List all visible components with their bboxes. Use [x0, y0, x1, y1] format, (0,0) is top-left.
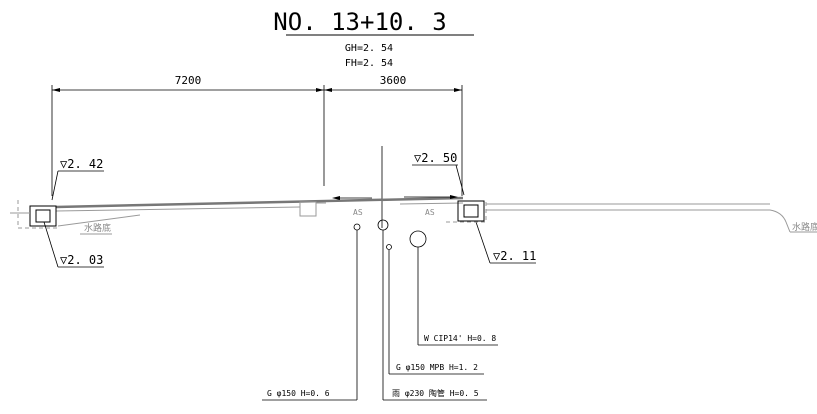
road-base	[55, 206, 301, 212]
waterway-label-left: 水路底	[84, 222, 111, 234]
level-leader	[455, 164, 465, 196]
ground-right-slope	[540, 209, 791, 233]
waterway-label-right: 水路底	[792, 221, 817, 233]
pipe-label-water: W CIP14' H=0. 8	[424, 334, 496, 343]
gutter-left	[29, 205, 57, 227]
pipe-gas-mpb	[386, 244, 392, 250]
ground-slope-left	[57, 214, 141, 227]
pipe-label-gas: G φ150 H=0. 6	[267, 389, 330, 398]
dimension-right-label: 3600	[380, 74, 407, 87]
dimension-arrow-icon	[454, 88, 462, 92]
road-base	[399, 202, 464, 205]
pavement-label-left: AS	[353, 208, 363, 217]
gutter-right	[457, 200, 485, 222]
finish-height-label: FH=2. 54	[345, 58, 393, 69]
dimension-arrow-icon	[52, 88, 60, 92]
level-leader	[43, 221, 59, 268]
gutter-right-inner	[463, 204, 479, 218]
pipe-label-gas-mpb: G φ150 MPB H=1. 2	[396, 363, 478, 372]
dimension-arrow-icon	[324, 88, 332, 92]
level-right-top: ▽2. 50	[414, 151, 457, 165]
dimension-left-label: 7200	[175, 74, 202, 87]
gutter-left-outline	[17, 200, 60, 229]
road-surface	[55, 196, 464, 209]
level-leader	[475, 221, 491, 264]
pavement-label-right: AS	[425, 208, 435, 217]
pipe-water	[409, 230, 427, 248]
pipe-gas	[353, 223, 361, 231]
level-right-bottom: ▽2. 11	[493, 249, 536, 263]
pipe-label-rain: 雨 φ230 陶管 H=0. 5	[392, 388, 479, 398]
level-leader	[51, 170, 59, 201]
dimension-arrow-icon	[316, 88, 324, 92]
level-left-bottom: ▽2. 03	[60, 253, 103, 267]
pipe-rain	[377, 219, 389, 231]
station-title: NO. 13+10. 3	[273, 8, 446, 36]
level-left-top: ▽2. 42	[60, 157, 103, 171]
structure-box	[299, 201, 317, 217]
gutter-left-inner	[35, 209, 51, 223]
flow-arrow-icon	[332, 196, 340, 200]
flow-arrow-icon	[450, 195, 458, 199]
ground-height-label: GH=2. 54	[345, 43, 393, 54]
